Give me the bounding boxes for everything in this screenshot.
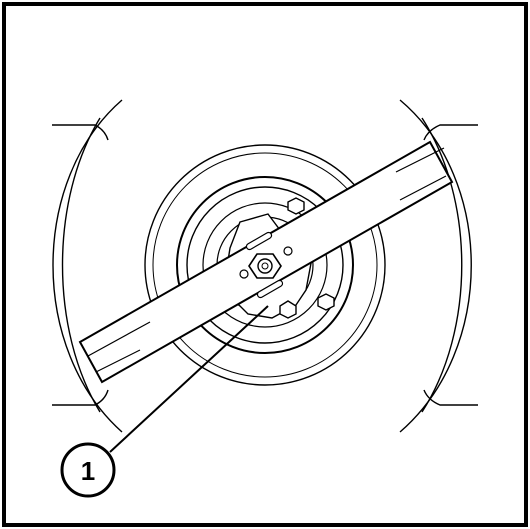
deck-left xyxy=(52,99,123,433)
deck-right xyxy=(399,99,478,433)
callout-label: 1 xyxy=(81,456,95,486)
center-nut xyxy=(248,253,282,279)
hub xyxy=(144,144,386,386)
callout-leader xyxy=(109,305,269,453)
hub-bolts xyxy=(279,197,335,319)
callout-circle xyxy=(60,442,116,498)
